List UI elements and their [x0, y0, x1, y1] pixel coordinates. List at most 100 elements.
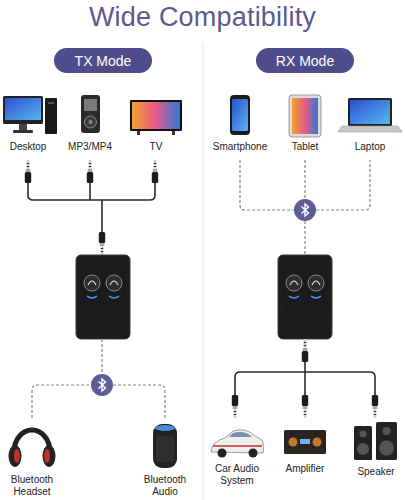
amplifier-icon	[284, 430, 326, 454]
bluetooth-symbol	[294, 199, 316, 221]
mode-label: RX Mode	[276, 53, 334, 69]
car-icon	[213, 445, 262, 447]
desktop-icon	[45, 98, 57, 134]
audio-jack	[87, 160, 93, 183]
smartphone-icon	[230, 95, 250, 135]
tv-icon	[130, 100, 182, 131]
receiver-device	[289, 296, 321, 298]
tablet-icon	[292, 98, 318, 134]
car-icon	[218, 449, 227, 458]
transmitter-device	[76, 255, 130, 339]
audio-cable	[28, 183, 155, 232]
laptop-icon	[338, 98, 402, 132]
device-label: Tablet	[270, 141, 340, 153]
audio-cable	[235, 362, 375, 395]
audio-jack	[302, 395, 308, 418]
mp3-player-icon	[84, 99, 97, 111]
amplifier-icon	[289, 438, 298, 447]
speaker-icon	[379, 441, 394, 456]
amplifier-icon	[300, 439, 310, 444]
laptop-icon	[350, 100, 390, 124]
receiver-device	[278, 255, 332, 339]
device-label: Smartphone	[205, 141, 275, 153]
bluetooth-link	[32, 339, 165, 418]
car-icon	[229, 432, 252, 437]
desktop-icon	[13, 130, 33, 133]
tablet-icon	[289, 95, 321, 137]
speaker-icon	[354, 426, 372, 460]
transmitter-device	[79, 258, 127, 336]
mp3-player-icon	[89, 120, 93, 124]
desktop-icon	[48, 102, 54, 104]
mode-label: TX Mode	[75, 53, 132, 69]
audio-jack	[232, 395, 238, 418]
amplifier-icon	[313, 438, 322, 447]
bluetooth-speaker-icon	[153, 424, 177, 468]
transmitter-device	[87, 296, 119, 298]
bluetooth-speaker-icon	[155, 425, 175, 431]
device-label: MP3/MP4	[55, 141, 125, 153]
tv-icon	[137, 131, 140, 135]
page-title: Wide Compatibility	[0, 0, 405, 34]
smartphone-icon	[232, 99, 248, 131]
tv-icon	[130, 100, 182, 135]
headset-icon	[9, 430, 56, 467]
laptop-icon	[348, 98, 392, 126]
bluetooth-symbol	[294, 199, 316, 221]
speaker-icon	[354, 422, 397, 460]
car-icon	[249, 449, 258, 458]
audio-jack	[372, 395, 378, 418]
tablet-icon	[289, 95, 321, 137]
audio-jack	[25, 160, 31, 183]
speaker-icon	[383, 427, 391, 435]
desktop-icon	[3, 96, 57, 134]
device-label: Laptop	[335, 141, 405, 153]
headset-icon	[44, 449, 50, 463]
device-label: Bluetooth Headset	[2, 474, 62, 498]
tv-icon	[172, 131, 175, 135]
device-label: Speaker	[346, 466, 405, 478]
bluetooth-speaker-icon	[153, 424, 177, 468]
amplifier-icon	[284, 430, 326, 454]
headset-icon	[43, 445, 56, 467]
mode-pill: RX Mode	[256, 48, 354, 73]
device-label: Car Audio System	[207, 463, 267, 487]
mode-pill: TX Mode	[54, 48, 152, 73]
desktop-icon	[5, 98, 41, 120]
laptop-icon	[338, 126, 402, 132]
receiver-device	[286, 275, 302, 291]
receiver-device	[290, 281, 320, 285]
desktop-icon	[3, 96, 43, 124]
device-label: Bluetooth Audio	[135, 474, 195, 498]
bluetooth-link	[240, 160, 370, 255]
desktop-icon	[19, 124, 27, 130]
column-divider	[203, 42, 204, 500]
transmitter-device	[88, 281, 118, 285]
audio-cable	[235, 362, 375, 395]
bluetooth-symbol	[99, 379, 106, 391]
tv-icon	[132, 102, 180, 129]
transmitter-device	[84, 275, 100, 291]
bluetooth-speaker-icon	[156, 436, 174, 462]
headset-icon	[14, 449, 20, 463]
bluetooth-symbol	[91, 374, 113, 396]
speaker-icon	[376, 422, 397, 460]
audio-jack	[99, 232, 105, 255]
receiver-device	[278, 255, 332, 339]
receiver-device	[308, 275, 324, 291]
transmitter-device	[76, 255, 130, 339]
transmitter-device	[106, 275, 122, 291]
car-icon	[211, 430, 264, 453]
audio-jack	[302, 339, 308, 362]
bluetooth-symbol	[302, 204, 309, 216]
mp3-player-icon	[81, 95, 100, 133]
bluetooth-symbol	[91, 374, 113, 396]
mp3-player-icon	[81, 95, 100, 133]
bluetooth-link	[32, 339, 165, 418]
device-label: Amplifier	[270, 463, 340, 475]
device-label: Desktop	[0, 141, 63, 153]
headset-icon	[9, 445, 22, 467]
smartphone-icon	[230, 95, 250, 135]
car-icon	[211, 430, 264, 458]
